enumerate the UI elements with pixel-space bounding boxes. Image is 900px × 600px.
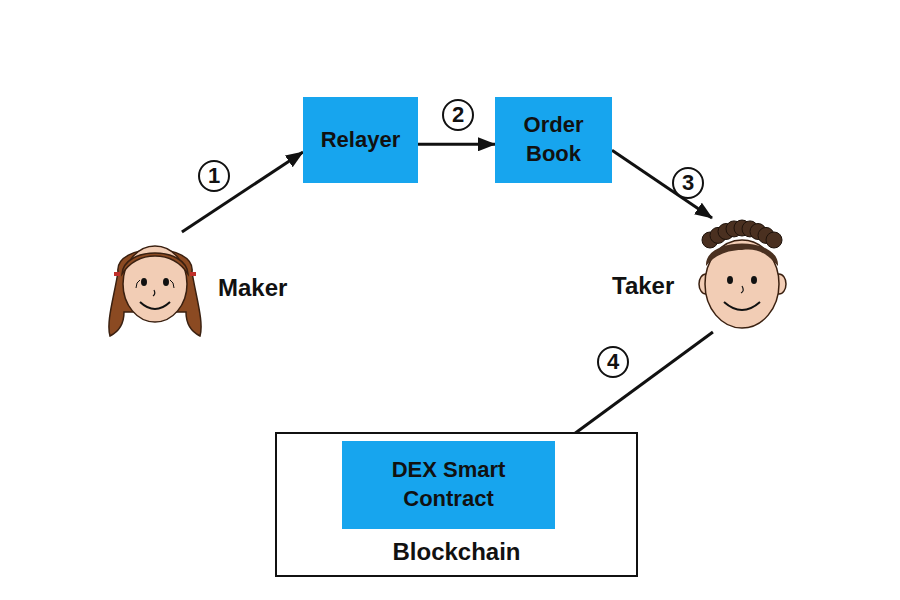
box-label: Order Book	[501, 111, 606, 168]
person-node: Taker	[606, 218, 791, 332]
container-label: Blockchain	[277, 536, 636, 567]
process-box: Order Book	[495, 97, 612, 183]
process-box: DEX Smart Contract	[342, 441, 555, 529]
person-label: Maker	[218, 272, 287, 303]
callout-number: 4	[597, 346, 629, 378]
container-box: Blockchain DEX Smart Contract	[275, 432, 638, 577]
box-label: Relayer	[321, 126, 401, 155]
person-node: Maker	[100, 232, 315, 337]
callout-number: 1	[198, 160, 230, 192]
flow-arrow	[418, 143, 495, 146]
person-label: Taker	[612, 270, 674, 301]
box-label: DEX Smart Contract	[348, 456, 549, 513]
flow-arrow	[182, 152, 303, 232]
flow-arrow	[612, 150, 712, 218]
flow-arrow	[555, 332, 713, 448]
callout-number: 2	[442, 99, 474, 131]
callout-number: 3	[672, 167, 704, 199]
maker-illustration	[100, 232, 210, 342]
process-box: Relayer	[303, 97, 418, 183]
